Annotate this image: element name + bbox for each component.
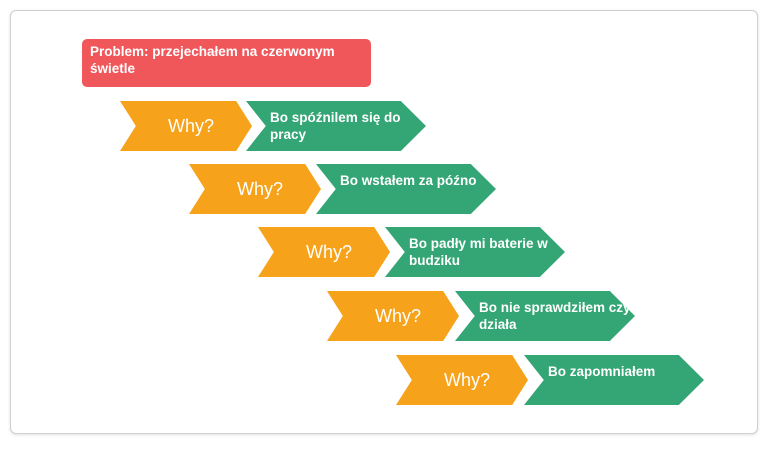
because-arrow-5: Bo zapomniałem <box>524 355 704 405</box>
why-arrow-5: Why? <box>396 355 528 405</box>
why-arrow-1: Why? <box>120 101 252 151</box>
why-arrow-4: Why? <box>327 291 459 341</box>
because-arrow-2: Bo wstałem za późno <box>316 164 496 214</box>
because-arrow-4: Bo nie sprawdziłem czy działa <box>455 291 635 341</box>
why-arrow-3: Why? <box>258 227 390 277</box>
problem-box: Problem: przejechałem na czerwonym świet… <box>82 39 371 87</box>
why-arrow-2: Why? <box>189 164 321 214</box>
because-arrow-3: Bo padły mi baterie w budziku <box>385 227 565 277</box>
because-arrow-1: Bo spóźnilem się do pracy <box>246 101 426 151</box>
